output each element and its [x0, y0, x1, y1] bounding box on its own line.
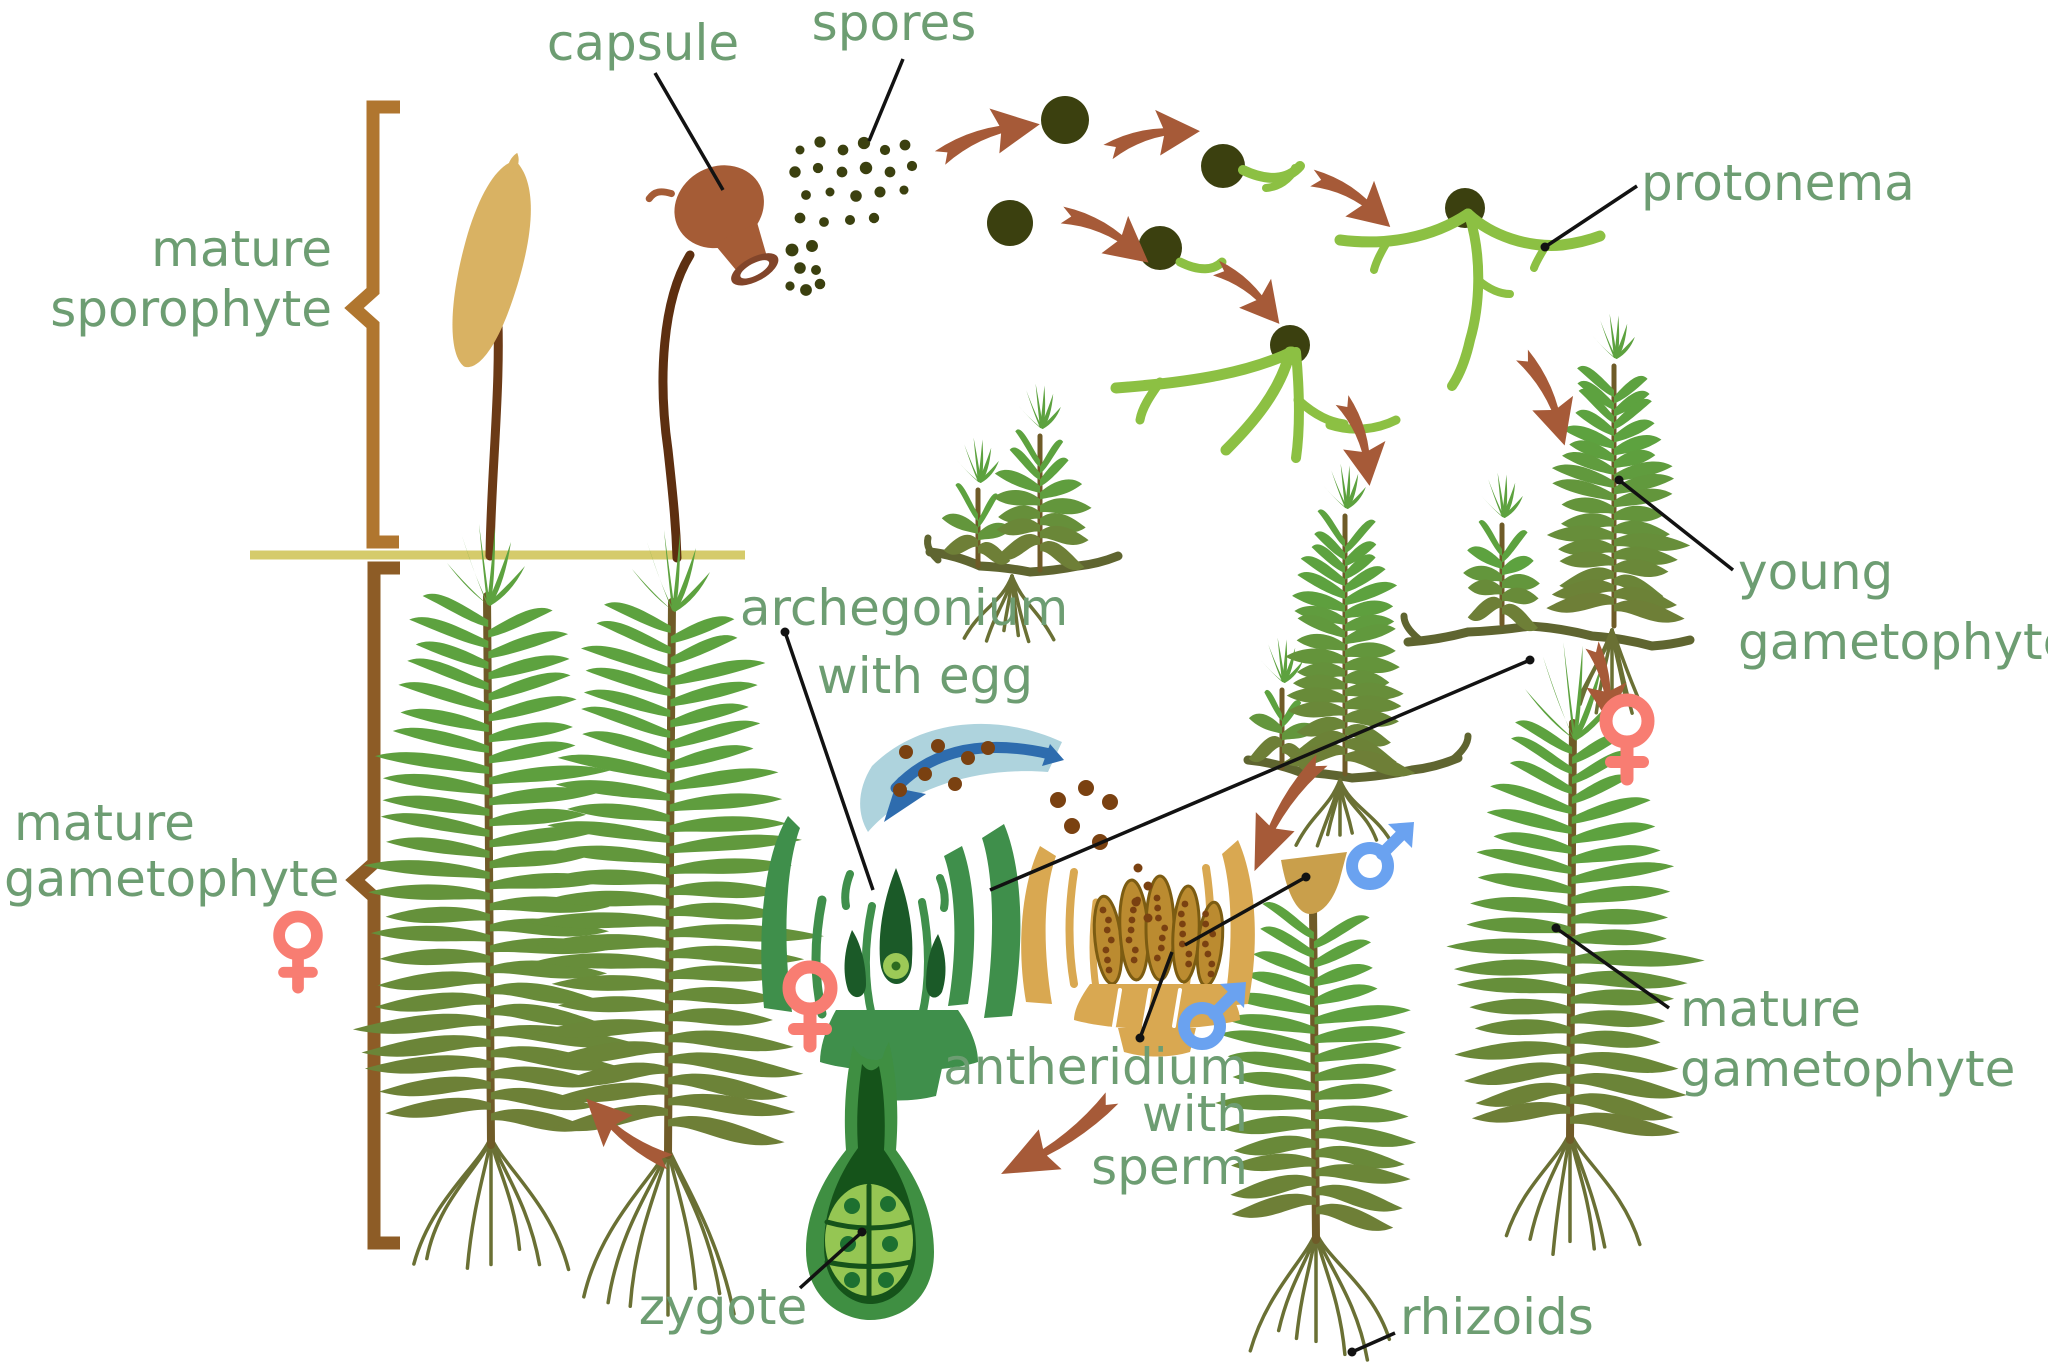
label-antheridium-line2: with — [1142, 1085, 1248, 1143]
label-antheridium-line1: antheridium — [943, 1038, 1248, 1096]
stage-brackets — [250, 100, 745, 1250]
protonema-figures — [1110, 161, 1606, 463]
label-spores: spores — [812, 0, 977, 52]
label-zygote: zygote — [639, 1278, 808, 1336]
label-mature-gametophyte-left-line2: gametophyte — [4, 850, 339, 908]
label-mature-sporophyte-line2: sporophyte — [50, 280, 332, 338]
label-mature-gametophyte-right-line2: gametophyte — [1680, 1040, 2015, 1098]
female-symbol — [782, 960, 838, 1053]
young-gametophyte-figures — [924, 313, 1695, 849]
male-symbol — [1346, 822, 1414, 890]
diagram-labels: capsule spores protonema mature sporophy… — [4, 0, 2048, 1346]
male-symbol — [1178, 982, 1246, 1050]
label-young-gametophyte-line1: young — [1738, 543, 1893, 601]
mature-sporophyte-figures — [452, 152, 779, 563]
label-young-gametophyte-line2: gametophyte — [1738, 613, 2048, 671]
label-rhizoids: rhizoids — [1400, 1288, 1594, 1346]
label-antheridium-line3: sperm — [1091, 1138, 1248, 1196]
label-archegonium-line1: archegonium — [740, 579, 1068, 637]
leader-lines — [653, 58, 1735, 1357]
cycle-arrows — [586, 108, 1627, 1174]
gender-symbols — [273, 693, 1655, 1053]
label-capsule: capsule — [547, 14, 739, 72]
label-mature-sporophyte-line1: mature — [151, 220, 332, 278]
label-protonema: protonema — [1641, 154, 1915, 212]
female-symbol — [273, 910, 323, 994]
mature-gametophyte-figures — [352, 524, 1705, 1362]
label-mature-gametophyte-right-line1: mature — [1680, 980, 1861, 1038]
sperm-path-figure — [860, 723, 1064, 832]
label-mature-gametophyte-left-line1: mature — [14, 794, 195, 852]
label-archegonium-line2: with egg — [817, 647, 1033, 705]
female-symbol — [1599, 693, 1655, 786]
